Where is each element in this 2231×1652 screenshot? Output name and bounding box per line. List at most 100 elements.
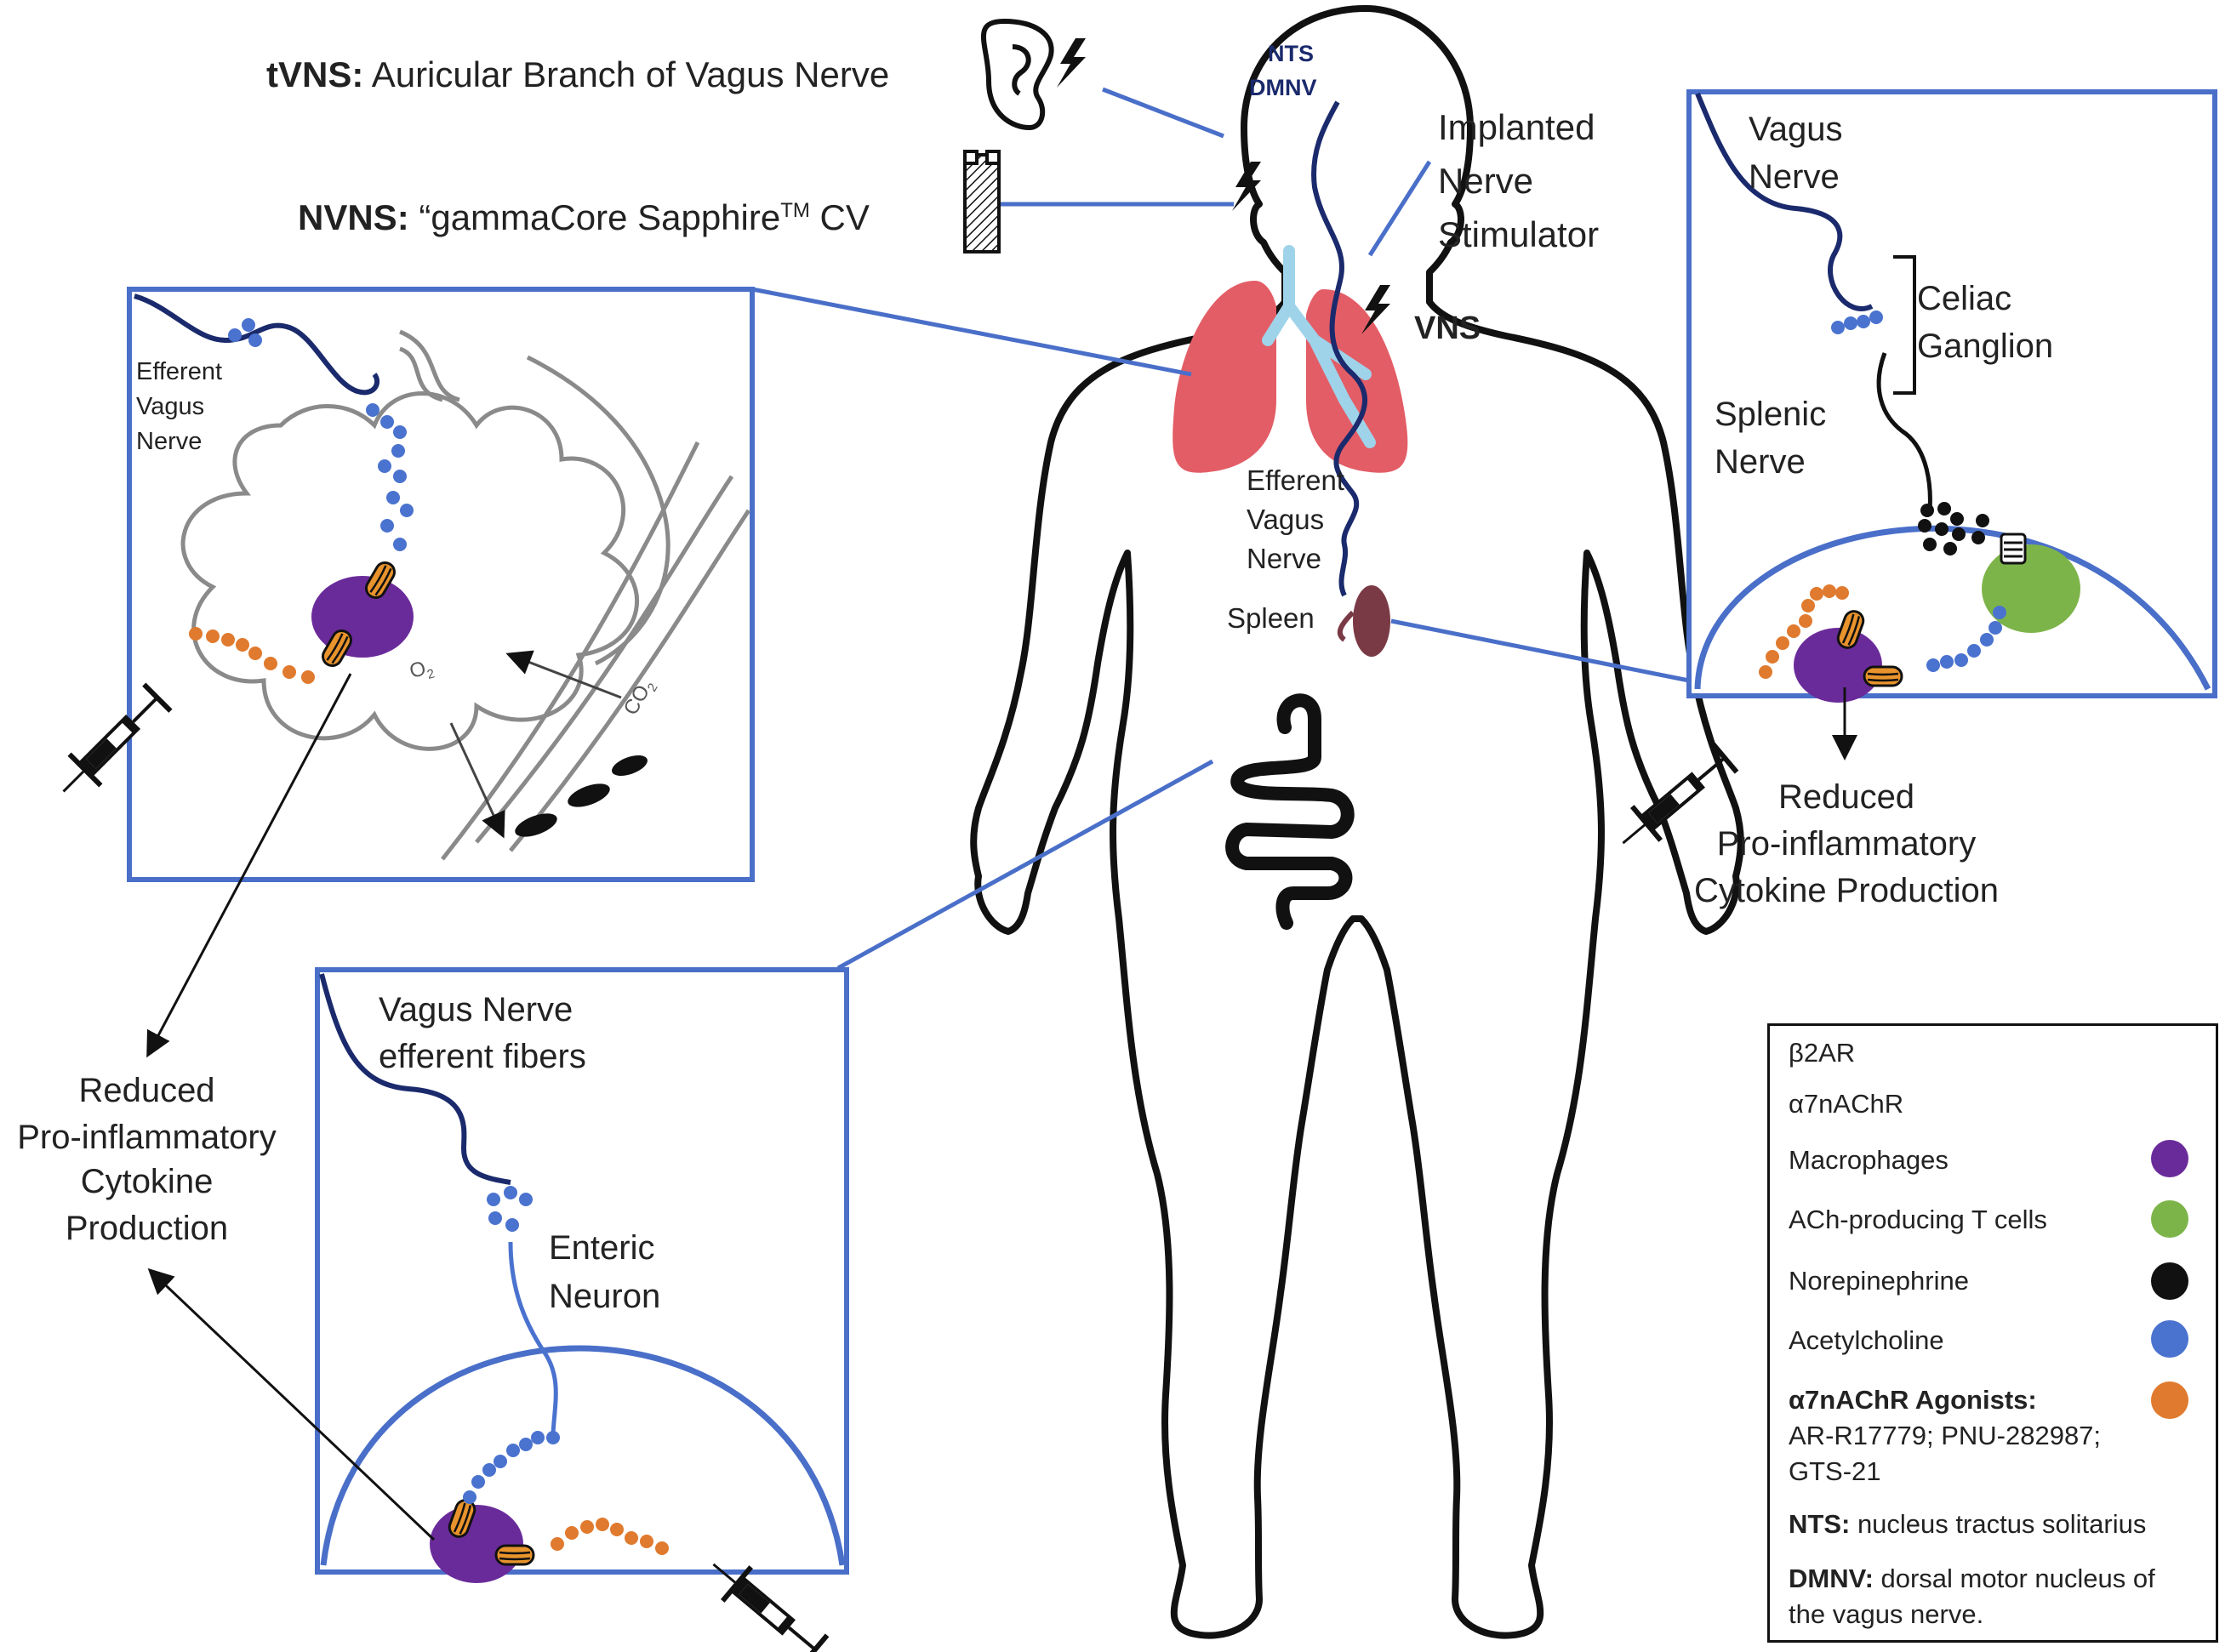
acetylcholine-dot <box>1980 633 1994 647</box>
legend-norepinephrine: Norepinephrine <box>1789 1266 1969 1296</box>
acetylcholine-dot <box>1869 310 1883 324</box>
gut-cell-dome <box>320 1345 846 1566</box>
alveolus-outline <box>180 329 751 861</box>
acetylcholine-dot <box>487 1193 500 1206</box>
celiac-line2: Ganglion <box>1917 328 2054 365</box>
agonist-dot <box>610 1523 624 1536</box>
spleen-cell-dome <box>1694 525 2211 691</box>
agonist-dot <box>565 1526 579 1540</box>
agonist-dot <box>236 638 249 652</box>
legend-macrophage-dot <box>2151 1140 2188 1177</box>
legend-a7nachr: α7nAChR <box>1789 1089 1904 1119</box>
legend-nts: NTS: nucleus tractus solitarius <box>1789 1509 2147 1539</box>
splenic-line1: Splenic <box>1715 396 1827 433</box>
acetylcholine-dot <box>506 1444 520 1457</box>
acetylcholine-dot <box>1967 644 1981 658</box>
celiac-bracket <box>1893 255 1916 395</box>
intestine-icon <box>1225 693 1355 930</box>
lungs-illustration <box>1173 245 1408 473</box>
legend-agonists-title: α7nAChR Agonists: <box>1789 1385 2037 1415</box>
gut-acetylcholine-dots <box>463 1186 560 1504</box>
acetylcholine-dot <box>505 1218 519 1232</box>
human-body-outline <box>970 5 1744 1639</box>
lung-panel-nerve <box>134 293 380 396</box>
agonist-dot <box>1810 587 1823 601</box>
norepinephrine-dots <box>1918 502 1989 555</box>
lung-efferent-line2: Vagus <box>136 393 205 420</box>
acetylcholine-dot <box>386 491 400 504</box>
spleen-vagus-line2: Nerve <box>1749 158 1840 196</box>
legend-agonists-line3: GTS-21 <box>1789 1456 1881 1486</box>
acetylcholine-dot <box>519 1438 533 1451</box>
acetylcholine-dot <box>531 1431 545 1444</box>
acetylcholine-dot <box>471 1475 485 1489</box>
spleen-vagus-line1: Vagus <box>1749 111 1843 148</box>
body-efferent-line1: Efferent <box>1247 464 1344 496</box>
agonist-dot <box>248 647 262 660</box>
lung-outcome-line2: Pro-inflammatory <box>17 1119 277 1156</box>
gut-panel-frame <box>315 967 849 1575</box>
enteric-line1: Enteric <box>549 1229 655 1267</box>
legend-agonist-dot <box>2151 1381 2188 1419</box>
agonist-dot <box>1801 599 1815 612</box>
legend-acetylcholine: Acetylcholine <box>1789 1325 1944 1355</box>
agonist-dot <box>1759 665 1772 679</box>
spleen-organ <box>1337 585 1390 657</box>
gut-vagus-line1: Vagus Nerve <box>379 991 573 1028</box>
spleen-label: Spleen <box>1227 602 1315 634</box>
norepinephrine-dot <box>1976 514 1989 527</box>
red-blood-cells <box>515 755 648 837</box>
acetylcholine-dot <box>378 459 391 473</box>
lung-agonist-dots <box>189 627 315 684</box>
body-efferent-line2: Vagus <box>1247 504 1325 535</box>
acetylcholine-dot <box>1988 621 2002 635</box>
co2-arrow <box>505 650 622 699</box>
agonist-dot <box>596 1518 609 1531</box>
acetylcholine-dot <box>366 403 379 417</box>
gut-outcome-arrow <box>147 1267 436 1541</box>
vns-label: VNS <box>1414 310 1481 346</box>
acetylcholine-dot <box>380 519 394 533</box>
lung-outcome-line3: Cytokine <box>80 1163 214 1200</box>
acetylcholine-dot <box>494 1455 507 1468</box>
legend-norepinephrine-dot <box>2151 1262 2188 1300</box>
agonist-dot <box>282 665 296 679</box>
legend-macrophages: Macrophages <box>1789 1145 1949 1175</box>
lung-efferent-line1: Efferent <box>136 358 223 385</box>
norepinephrine-dot <box>1918 519 1931 533</box>
lung-acetylcholine-dots <box>228 318 414 551</box>
norepinephrine-dot <box>1923 538 1937 551</box>
splenic-nerve <box>1876 352 1932 511</box>
splenic-line2: Nerve <box>1715 443 1806 481</box>
agonist-dot <box>221 633 235 647</box>
nts-label: NTS <box>1268 41 1314 66</box>
acetylcholine-dot <box>400 504 414 517</box>
spleen-receptor <box>1863 665 1903 687</box>
acetylcholine-dot <box>1844 316 1857 330</box>
agonist-dot <box>640 1535 653 1548</box>
norepinephrine-dot <box>1950 512 1964 526</box>
tvns-label: tVNS: Auricular Branch of Vagus Nerve <box>266 54 890 94</box>
ear-icon <box>980 18 1054 131</box>
agonist-dot <box>206 629 220 643</box>
o2-arrow <box>449 722 505 839</box>
celiac-line1: Celiac <box>1917 280 2012 317</box>
connector-lines <box>751 87 1690 971</box>
acetylcholine-dot <box>228 328 242 342</box>
acetylcholine-dot <box>1954 653 1968 667</box>
gut-receptor <box>494 1544 535 1566</box>
agonist-dot <box>1766 650 1779 664</box>
enteric-neuron <box>508 1241 558 1434</box>
gammacore-device-icon <box>963 150 1001 253</box>
acetylcholine-dot <box>482 1463 496 1477</box>
acetylcholine-dot <box>1926 658 1940 672</box>
legend-b2ar: β2AR <box>1789 1038 1856 1068</box>
spleen-panel-frame <box>1686 89 2217 698</box>
agonist-dot <box>301 670 315 684</box>
b2ar-receptor-icon <box>2000 533 2027 565</box>
agonist-dot <box>1835 586 1849 600</box>
lung-panel-frame <box>127 287 755 882</box>
acetylcholine-dot <box>488 1211 502 1225</box>
legend-dmnv: DMNV: dorsal motor nucleus of <box>1789 1564 2155 1593</box>
